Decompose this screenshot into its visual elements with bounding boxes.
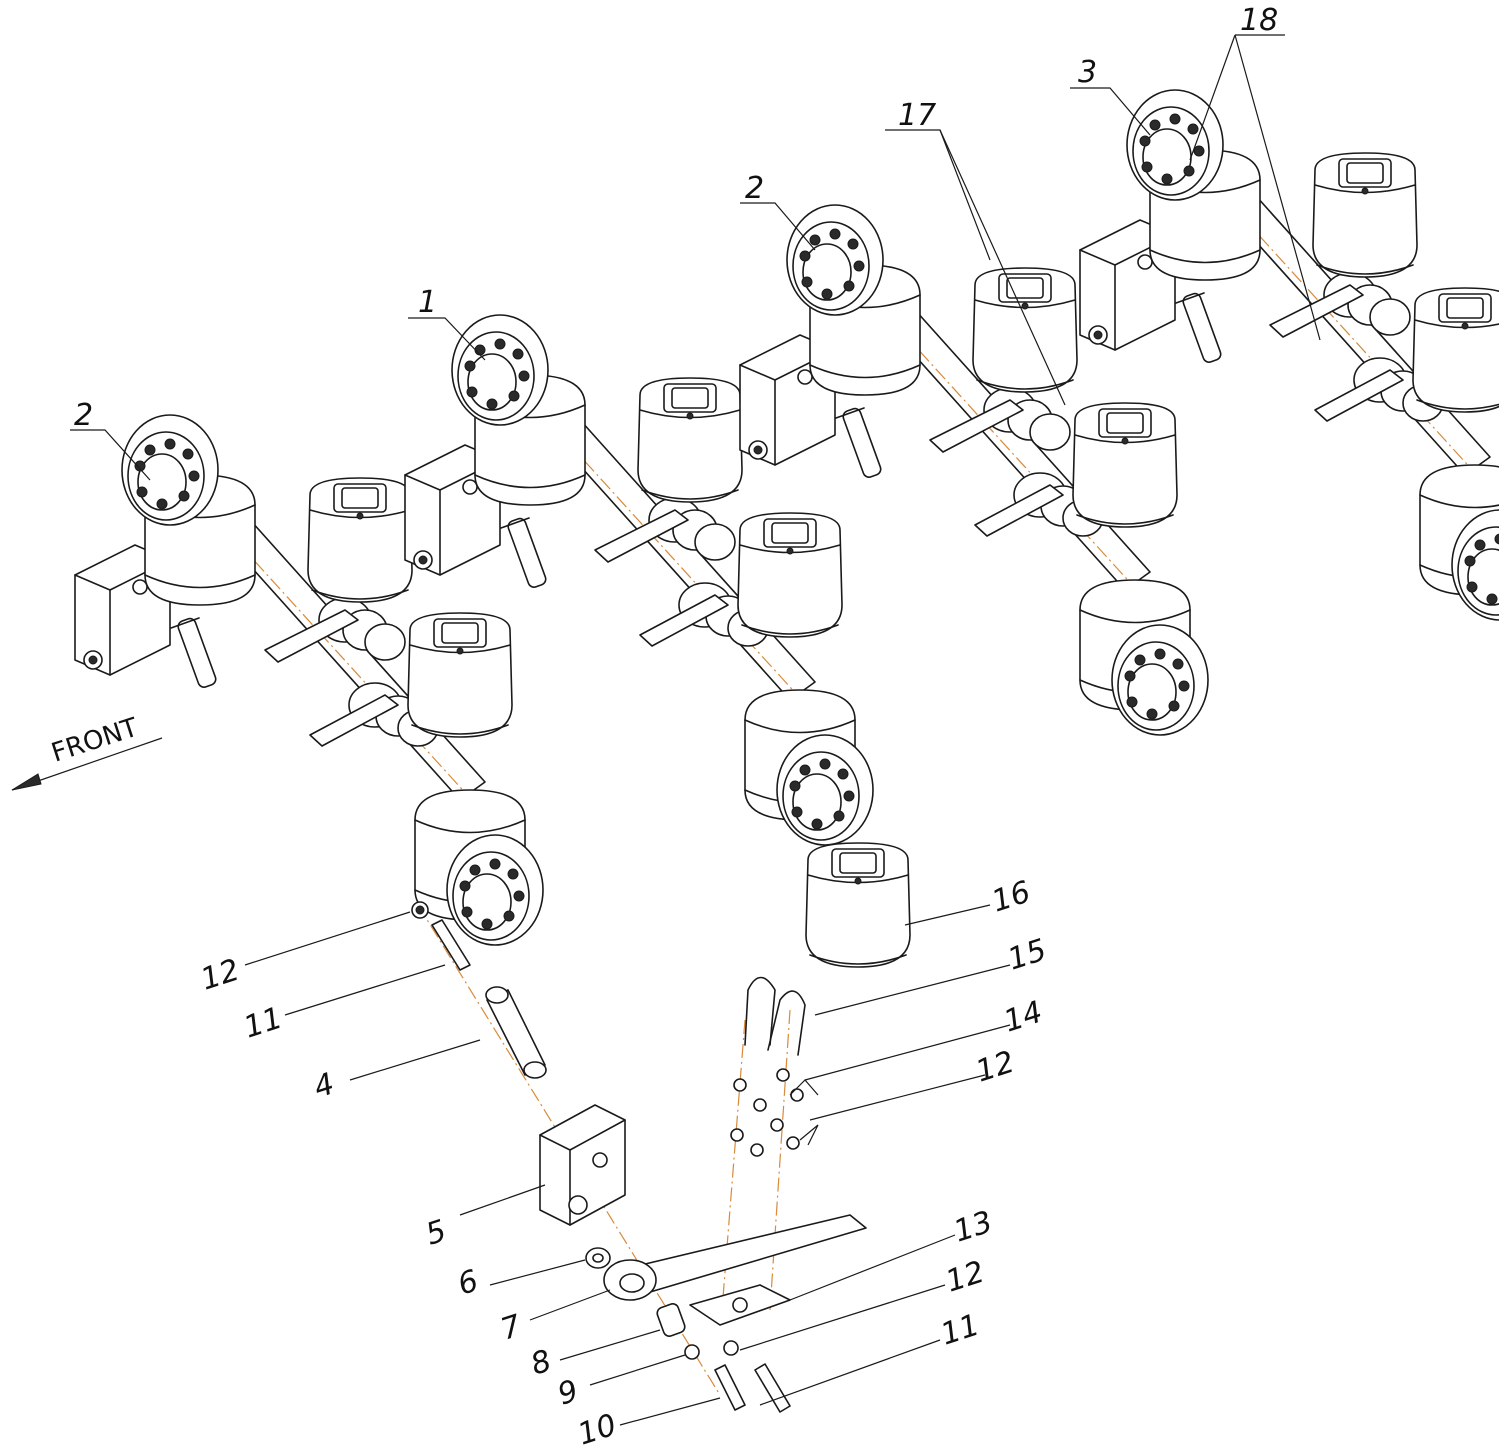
u-bolts bbox=[744, 976, 806, 1056]
nut-bottom-left bbox=[684, 1344, 700, 1360]
callout-18: 18 bbox=[1240, 3, 1278, 38]
bushing bbox=[656, 1303, 686, 1337]
callout-12-mid: 12 bbox=[972, 1045, 1019, 1090]
callout-10: 10 bbox=[574, 1408, 621, 1450]
callout-5: 5 bbox=[422, 1213, 451, 1252]
washer bbox=[585, 1247, 611, 1269]
callout-17: 17 bbox=[898, 98, 936, 133]
leader-lines bbox=[70, 34, 1321, 1426]
trailing-arm bbox=[603, 1214, 867, 1301]
u-bolt-nuts bbox=[730, 1068, 804, 1157]
callout-15: 15 bbox=[1004, 933, 1051, 978]
callout-6: 6 bbox=[454, 1263, 483, 1302]
shock-absorber bbox=[485, 986, 547, 1079]
callout-9: 9 bbox=[554, 1373, 583, 1412]
callout-12-bottom: 12 bbox=[942, 1255, 989, 1300]
callout-13: 13 bbox=[950, 1205, 997, 1250]
callout-11-top: 11 bbox=[240, 1001, 287, 1046]
callout-4: 4 bbox=[310, 1066, 339, 1105]
hanger-bracket bbox=[539, 1104, 626, 1226]
callout-3: 3 bbox=[1078, 55, 1097, 90]
callout-7: 7 bbox=[497, 1308, 526, 1347]
nut-bottom-right bbox=[723, 1340, 739, 1356]
axle-assembly-lift bbox=[1080, 90, 1499, 620]
callout-labels: 2 1 2 3 17 18 12 11 4 5 6 7 8 9 10 11 12… bbox=[74, 3, 1278, 1450]
exploded-parts bbox=[411, 842, 911, 1413]
callout-2-left: 2 bbox=[74, 398, 93, 433]
callout-1: 1 bbox=[418, 285, 437, 320]
callout-11-bottom: 11 bbox=[937, 1308, 984, 1353]
callout-16: 16 bbox=[988, 875, 1035, 920]
callout-14: 14 bbox=[1000, 995, 1047, 1040]
front-label: FRONT bbox=[48, 713, 142, 769]
air-spring bbox=[805, 842, 911, 968]
callout-2-right: 2 bbox=[745, 171, 764, 206]
axle-seat-plate bbox=[689, 1284, 791, 1326]
nut-top bbox=[411, 901, 429, 919]
callout-8: 8 bbox=[527, 1343, 556, 1382]
bolt-top bbox=[431, 919, 471, 971]
bolt-bottom-right bbox=[754, 1363, 791, 1413]
bolt-bottom-left bbox=[714, 1364, 746, 1411]
callout-12-top: 12 bbox=[197, 953, 244, 998]
front-direction-arrow: FRONT bbox=[11, 713, 163, 791]
